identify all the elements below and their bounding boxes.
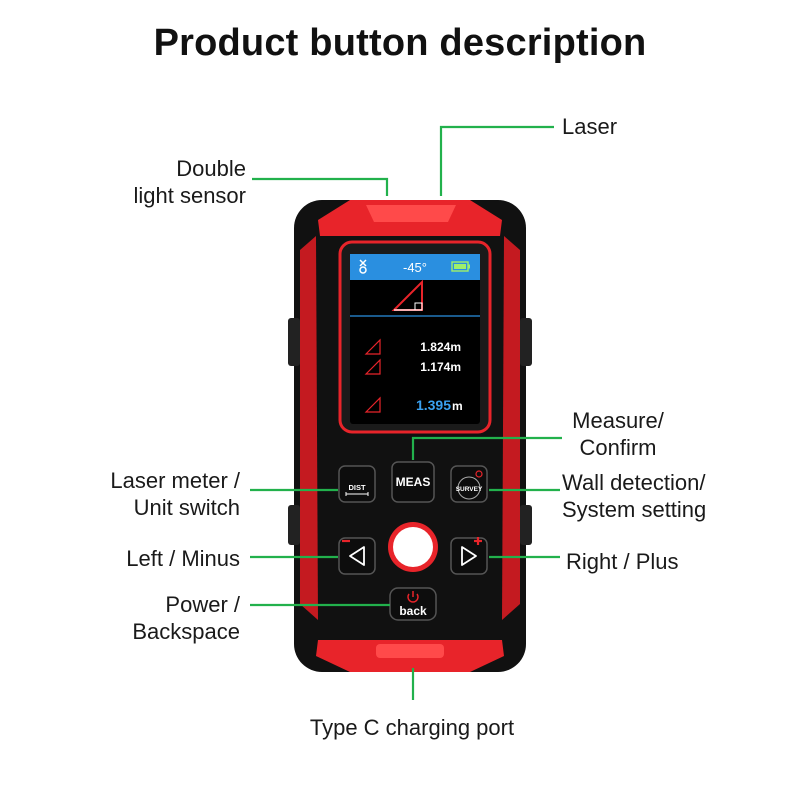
label-wall-detection-line-2: System setting — [562, 497, 707, 522]
dist-button[interactable]: DIST — [338, 465, 376, 503]
label-type-c: Type C charging port — [309, 715, 515, 740]
plus-icon — [474, 537, 482, 545]
settings-indicator-icon — [475, 470, 483, 478]
label-laser-meter: Laser meter / Unit switch — [80, 467, 240, 521]
screen-reading-3-unit: m — [452, 399, 463, 413]
label-power: Power / Backspace — [80, 591, 240, 645]
left-arrow-icon — [349, 546, 365, 566]
label-laser-meter-line-1: Laser meter / — [110, 468, 240, 493]
label-laser: Laser — [562, 114, 618, 139]
center-round-button[interactable] — [388, 522, 438, 572]
right-red-edge — [502, 236, 520, 620]
right-button[interactable] — [450, 537, 488, 575]
label-wall-detection-line-1: Wall detection/ — [562, 470, 706, 495]
back-button-label: back — [399, 604, 427, 618]
bottom-bumper-highlight — [376, 644, 444, 658]
right-arrow-icon — [461, 546, 477, 566]
ruler-icon — [345, 492, 369, 496]
left-red-edge — [300, 236, 318, 620]
screen-reading-2: 1.174m — [420, 360, 461, 374]
measure-confirm-leader-line — [411, 436, 562, 460]
laser-leader-line — [439, 125, 554, 196]
reading-1-triangle-icon — [364, 338, 381, 355]
top-bumper-highlight — [366, 205, 456, 222]
label-measure-confirm-line-2: Confirm — [579, 435, 657, 460]
label-right-plus: Right / Plus — [566, 549, 679, 574]
side-grips — [288, 318, 532, 545]
back-button[interactable]: back — [389, 587, 437, 621]
label-double-light-sensor-line-1: Double — [176, 156, 246, 181]
left-button[interactable] — [338, 537, 376, 575]
label-double-light-sensor: Double light sensor — [96, 155, 246, 209]
label-measure-confirm: Measure/ Confirm — [560, 407, 676, 461]
power-icon — [407, 591, 419, 603]
screen-reading-1: 1.824m — [420, 340, 461, 354]
leader-lines — [250, 125, 562, 700]
screen — [350, 254, 480, 424]
reading-2-triangle-icon — [364, 358, 381, 375]
triangle-icon — [391, 279, 423, 311]
label-measure-confirm-line-1: Measure/ — [572, 408, 664, 433]
label-power-line-1: Power / — [165, 592, 240, 617]
dist-button-label: DIST — [348, 483, 366, 492]
survey-button-label: SURVEY — [456, 486, 483, 493]
label-laser-meter-line-2: Unit switch — [133, 495, 240, 520]
mic-off-icon — [359, 259, 367, 274]
reading-3-triangle-icon — [364, 396, 381, 413]
survey-button[interactable]: SURVEY — [450, 465, 488, 503]
label-double-light-sensor-line-2: light sensor — [133, 183, 246, 208]
screen-reading-3-value: 1.395 — [416, 397, 451, 413]
double-light-sensor-leader-line — [252, 177, 389, 196]
meas-button[interactable]: MEAS — [391, 461, 435, 503]
device: -45° 1.824m 1.174m 1.395 m DIST — [288, 200, 532, 672]
battery-icon — [451, 261, 470, 272]
label-left-minus: Left / Minus — [126, 546, 240, 571]
label-wall-detection: Wall detection/ System setting — [562, 469, 762, 523]
page-title: Product button description — [153, 22, 647, 64]
meas-button-label: MEAS — [396, 475, 431, 489]
label-power-line-2: Backspace — [132, 619, 240, 644]
screen-angle: -45° — [403, 260, 427, 275]
